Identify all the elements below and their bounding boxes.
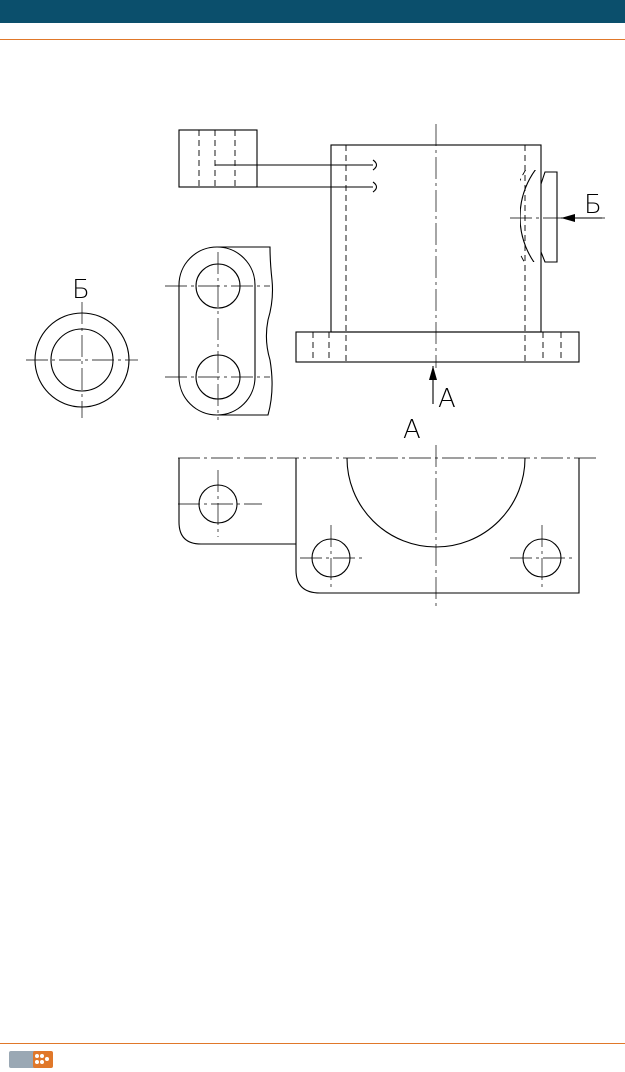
footer-rule [0, 1043, 625, 1044]
view-a-top [178, 445, 600, 610]
arrow-a-label: А [438, 384, 456, 414]
view-a-title: А [403, 415, 421, 445]
lug-side-view [165, 246, 274, 420]
header-band [0, 0, 625, 23]
arrow-b-label: Б [584, 190, 602, 220]
header-rule [0, 39, 625, 40]
side-boss [540, 171, 558, 263]
view-b-title: Б [72, 275, 90, 305]
view-b-ring [26, 302, 138, 418]
front-view [178, 124, 605, 404]
top-lug [178, 129, 258, 188]
base-plate [295, 331, 580, 363]
publisher-logo-icon [9, 1051, 53, 1068]
